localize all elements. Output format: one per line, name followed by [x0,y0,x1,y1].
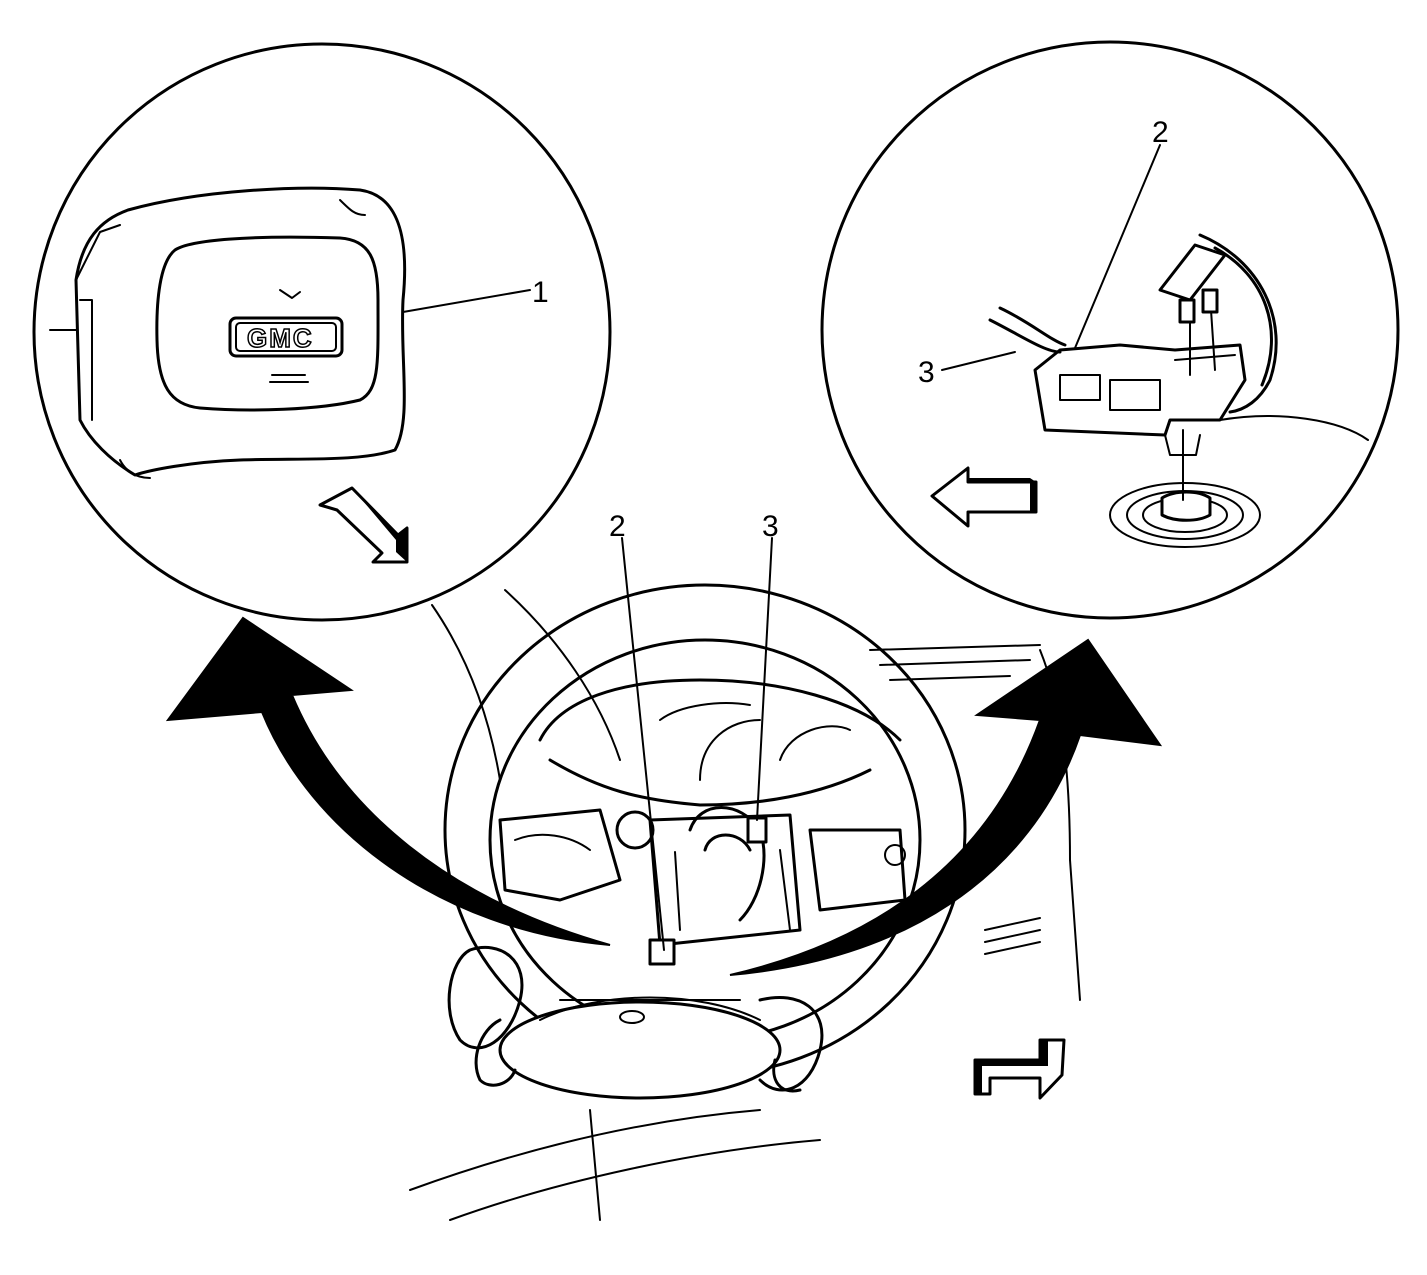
curved-arrow-icon [165,616,611,946]
steering-wheel-scene: 2 3 [409,510,1081,1221]
callout-3-main: 3 [762,510,779,543]
right-inset: 2 3 [820,40,1400,620]
callout-2-main: 2 [609,510,626,543]
callout-2-inset: 2 [1152,116,1169,149]
direction-arrow-icon [318,486,409,564]
callout-1: 1 [532,276,549,309]
gmc-logo-badge [228,316,344,358]
left-inset: GMC 1 [32,42,612,622]
gmc-logo-text: GMC [247,323,314,353]
direction-arrow-icon [930,466,1038,528]
direction-arrow-icon [973,1038,1066,1100]
callout-3-inset: 3 [918,356,935,389]
curved-arrow-icon [729,638,1163,976]
airbag-connector [1033,343,1247,437]
removed-airbag-module [498,1000,782,1100]
